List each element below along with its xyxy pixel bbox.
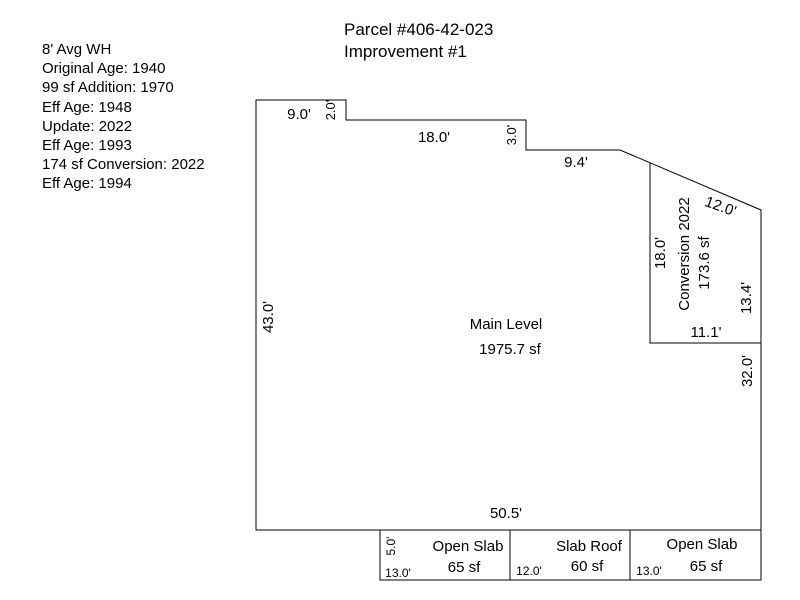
slab-area: 65 sf [448,559,481,576]
conversion-dim-left: 18.0' [652,237,669,269]
conversion-label: Conversion 2022 [676,197,693,310]
dim-step1: 2.0' [323,100,338,121]
improvement-subtitle: Improvement #1 [344,42,467,61]
note-line: Eff Age: 1993 [42,137,132,155]
dim-bottom: 50.5' [490,505,522,522]
slab-depth: 5.0' [384,537,398,556]
dim-left: 43.0' [260,301,277,333]
main-level-label: Main Level [470,316,543,333]
slab-open-right-outline [629,529,762,581]
slab-label: Open Slab [433,538,504,555]
dim-right-lower: 32.0' [739,355,756,387]
slab-area: 65 sf [690,558,723,575]
conversion-outline [649,163,761,344]
conversion-area: 173.6 sf [696,235,713,289]
note-line: 174 sf Conversion: 2022 [42,156,205,174]
note-line: Eff Age: 1994 [42,175,132,193]
slab-width: 13.0' [385,566,411,580]
note-line: Eff Age: 1948 [42,98,132,116]
parcel-title: Parcel #406-42-023 [344,20,494,39]
main-level-outline [255,99,762,531]
conversion-dim-diag: 12.0' [703,193,739,220]
parcel-title-block: Parcel #406-42-023 Improvement #1 [344,19,493,63]
dim-top-mid: 18.0' [418,129,450,146]
conversion-dim-right: 13.4' [738,282,755,314]
main-level-area: 1975.7 sf [479,341,542,358]
slab-label: Open Slab [667,536,738,553]
note-line: 99 sf Addition: 1970 [42,79,174,97]
slab-area: 60 sf [571,558,604,575]
note-line: Original Age: 1940 [42,60,166,78]
note-line: Update: 2022 [42,117,133,135]
conversion-dim-bottom: 11.1' [691,324,722,341]
slab-label: Slab Roof [556,538,623,555]
dim-top-right: 9.4' [564,154,588,171]
note-line: 8' Avg WH [42,41,112,58]
slab-width: 13.0' [636,564,662,578]
improvement-notes: 8' Avg WH Original Age: 1940 99 sf Addit… [42,40,205,194]
dim-top-left: 9.0' [287,106,311,123]
slab-width: 12.0' [516,564,542,578]
dim-step2: 3.0' [504,125,519,146]
